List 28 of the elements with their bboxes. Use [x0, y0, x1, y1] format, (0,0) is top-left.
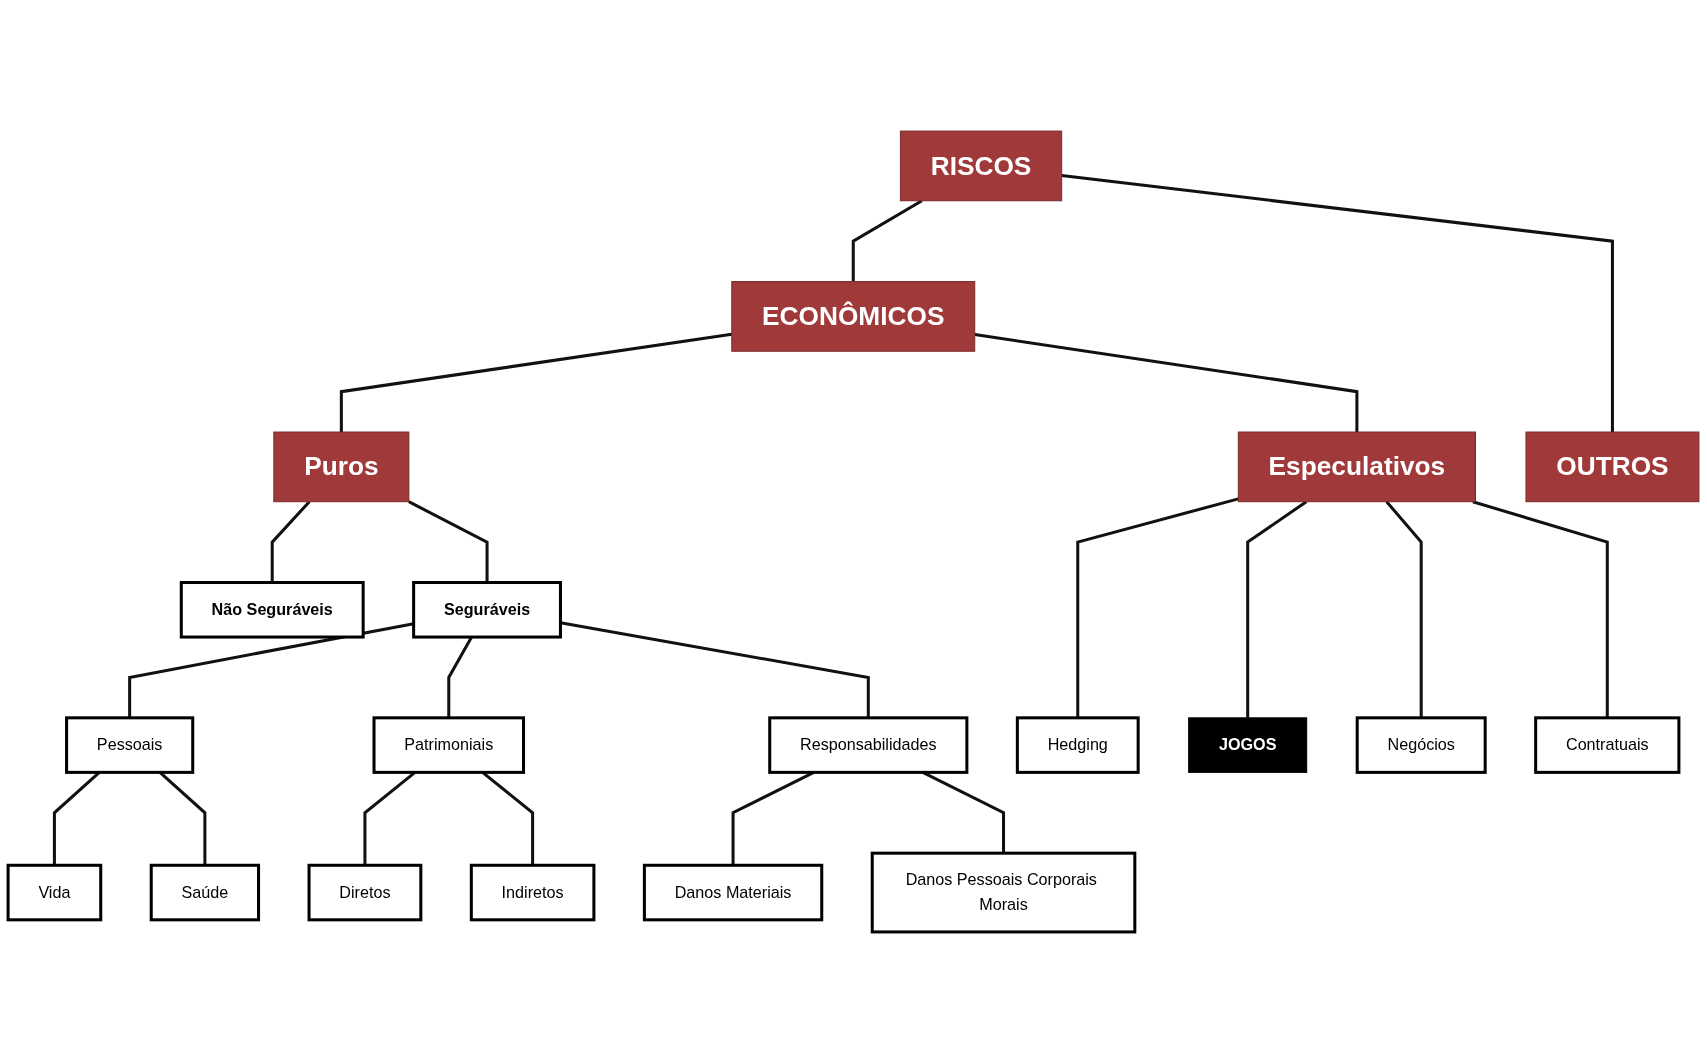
node-box: Diretos	[307, 864, 423, 922]
connector	[1385, 501, 1423, 719]
node-box: ECONÔMICOS	[731, 281, 976, 353]
connector	[1076, 497, 1239, 719]
node-box: Não Seguráveis	[179, 581, 365, 640]
connector	[974, 333, 1359, 433]
node-box: RISCOS	[899, 131, 1063, 202]
node-box: Vida	[6, 864, 103, 922]
node-box: OUTROS	[1525, 432, 1700, 503]
node-box: Danos Pessoais Corporais Morais	[870, 852, 1137, 934]
node-box: Puros	[273, 432, 410, 503]
node-box: Seguráveis	[412, 581, 562, 640]
node-box: Especulativos	[1237, 432, 1476, 503]
connector	[1061, 174, 1614, 433]
node-box: Pessoais	[65, 716, 195, 775]
connector	[270, 501, 311, 583]
node-box: Responsabilidades	[768, 716, 969, 775]
node-box: Hedging	[1015, 716, 1140, 775]
node-box: Negócios	[1355, 716, 1487, 775]
connector	[1472, 500, 1609, 719]
connector	[339, 333, 732, 433]
node-box: Contratuais	[1534, 716, 1681, 775]
connector	[408, 500, 489, 583]
node-box: JOGOS	[1188, 717, 1308, 774]
node-box: Saúde	[149, 864, 261, 922]
node-box: Patrimoniais	[372, 716, 526, 775]
node-box: Danos Materiais	[642, 864, 824, 922]
node-box: Indiretos	[469, 864, 596, 922]
